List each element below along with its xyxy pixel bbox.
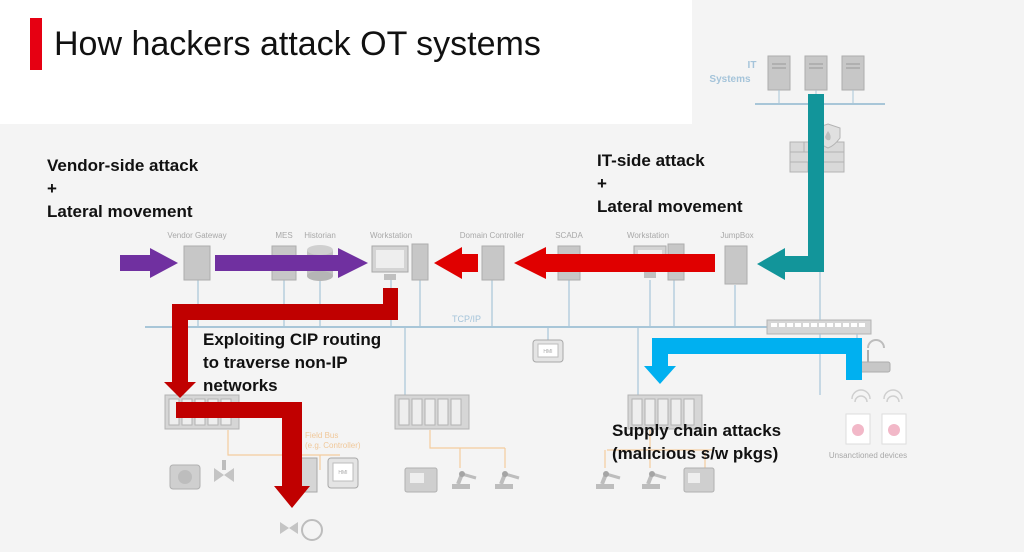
valve-icon [214,460,234,482]
scada-label: SCADA [555,231,583,240]
vendor-attack-arrows [120,248,368,278]
jumpbox-icon [724,245,748,285]
robot-arm-icon [594,469,622,491]
it-systems-attack-arrow [757,94,824,280]
vendor-gateway-icon [183,245,211,281]
it-side-attack-arrows [434,247,715,279]
it-side-attack-label: IT-side attack + Lateral movement [597,151,743,216]
valve-gauge-icon [280,519,323,541]
vendor-gateway-label: Vendor Gateway [167,231,226,240]
wireless-router-icon [857,339,891,373]
tcpip-label: TCP/IP [452,314,481,324]
it-systems-label-2: Systems [709,74,751,85]
cip-routing-label: Exploiting CIP routing to traverse non-I… [203,330,382,395]
robot-arm-icon [640,469,668,491]
mes-label: MES [275,231,292,240]
unsanctioned-devices-label: Unsanctioned devices [829,451,907,460]
title-panel: How hackers attack OT systems [0,0,692,124]
workstation-icon [371,243,429,281]
hmi-panel-icon [532,339,564,363]
pump-icon [169,464,201,490]
domain-controller-label: Domain Controller [460,231,525,240]
it-systems-label-1: IT [748,60,757,71]
cnc-machine-icon-2 [683,467,715,493]
field-bus-label-2: (e.g. Controller) [305,441,361,450]
robot-arm-icon [450,469,478,491]
hmi-label-2: HMI [338,470,347,476]
robot-arm-icon [493,469,521,491]
plc-rack-middle [394,394,470,430]
cip-routing-attack-arrow [164,288,398,508]
title-accent-bar [30,18,42,70]
page-title: How hackers attack OT systems [54,25,541,63]
workstation-label: Workstation [370,231,412,240]
hmi-label-1: HMI [543,349,552,355]
supply-chain-attack-arrow [644,338,862,384]
supply-chain-label: Supply chain attacks (malicious s/w pkgs… [612,421,782,463]
field-bus-lines [227,430,712,470]
wifi-icon [851,389,903,403]
jumpbox-label: JumpBox [720,231,753,240]
domain-controller-icon [481,245,505,281]
vendor-attack-label: Vendor-side attack + Lateral movement [47,156,199,221]
network-switch-icon [766,319,872,335]
field-bus-label-1: Field Bus [305,431,338,440]
raspberry-pi-icon [845,413,907,445]
historian-label: Historian [304,231,336,240]
hmi-bottom-icon [327,457,359,489]
workstation-2-label: Workstation [627,231,669,240]
cnc-machine-icon [404,467,438,493]
